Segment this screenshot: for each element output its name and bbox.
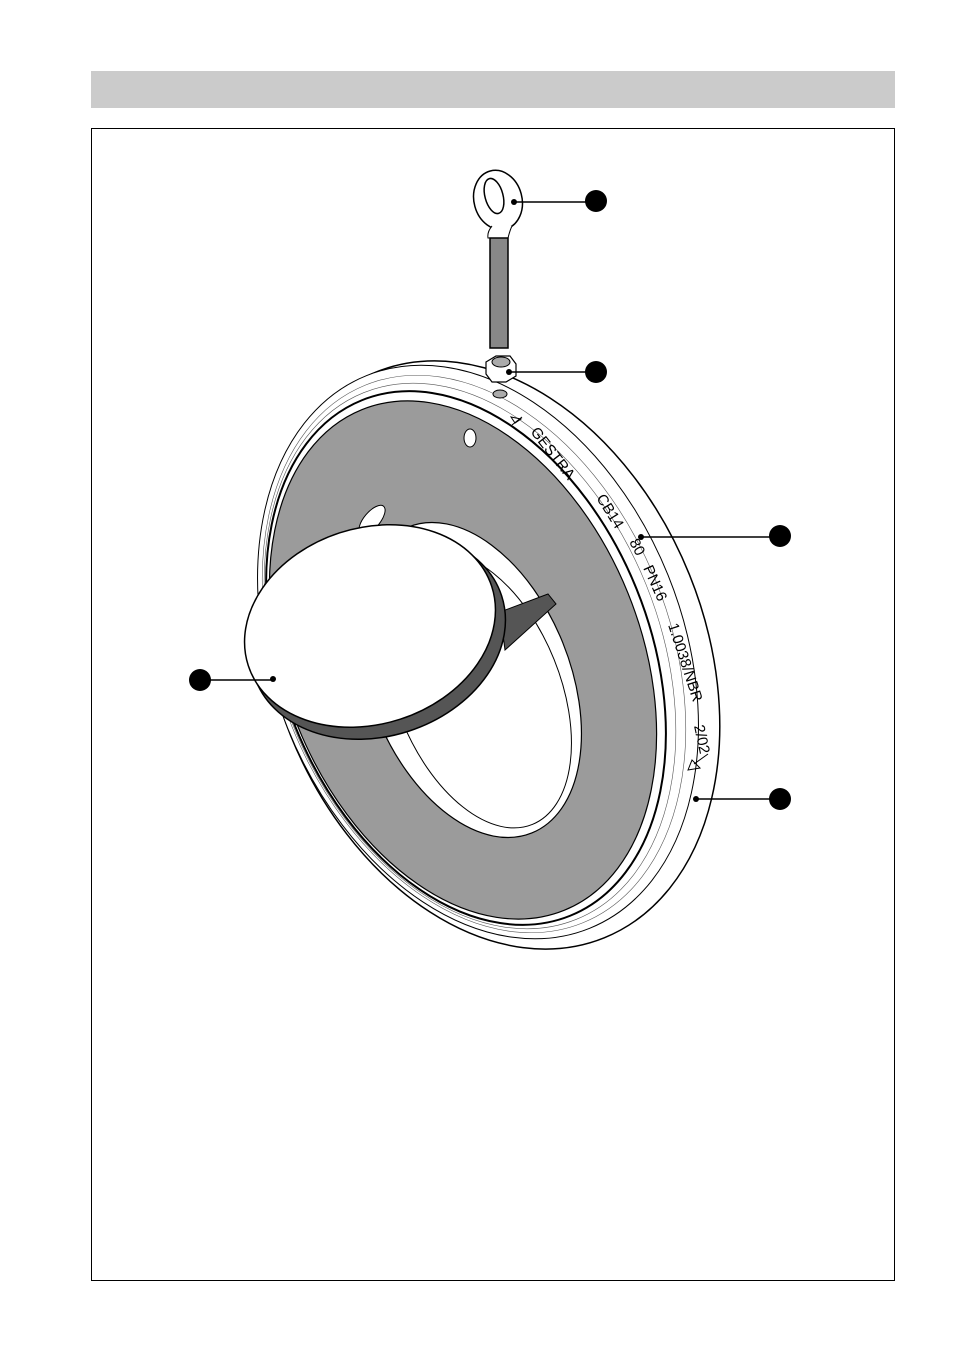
callout-body-marking bbox=[638, 525, 791, 547]
callout-valve-body bbox=[693, 788, 791, 810]
callout-eye-bolt bbox=[511, 190, 607, 212]
callout-nut bbox=[506, 361, 607, 383]
flow-arrow-icon bbox=[509, 416, 523, 426]
callout-valve-disc bbox=[189, 669, 276, 691]
marking-size: 80 bbox=[625, 536, 648, 559]
figure-frame bbox=[91, 128, 895, 1281]
flow-arrow-icon bbox=[687, 753, 709, 771]
eye-bolt bbox=[472, 169, 524, 349]
valve-disc bbox=[243, 524, 557, 740]
section-header-bar bbox=[91, 71, 895, 108]
marking-date: 2/02 bbox=[690, 723, 713, 755]
nut bbox=[485, 355, 517, 399]
